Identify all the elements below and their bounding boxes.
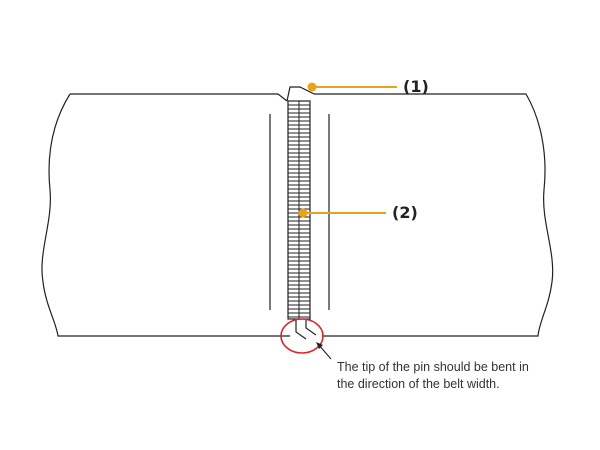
belt-left-section-outline [41,93,290,337]
callout-2-label: (2) [392,203,418,222]
pin-tip-highlight-circle [280,318,324,354]
pin-tip-note-line-1: The tip of the pin should be bent in [337,360,529,374]
pin-top-tip [286,86,315,102]
note-arrow-head [316,342,323,349]
callout-2-marker [298,208,308,218]
pin-bent-tip [295,319,317,340]
pin-tip-note: The tip of the pin should be bent in the… [337,359,597,393]
callout-1-marker [307,82,317,92]
belt-right-top-edge [314,93,554,337]
callout-1-label: (1) [403,77,429,96]
belt-left-top-edge [70,93,288,102]
pin-tip-note-line-2: the direction of the belt width. [337,377,500,391]
